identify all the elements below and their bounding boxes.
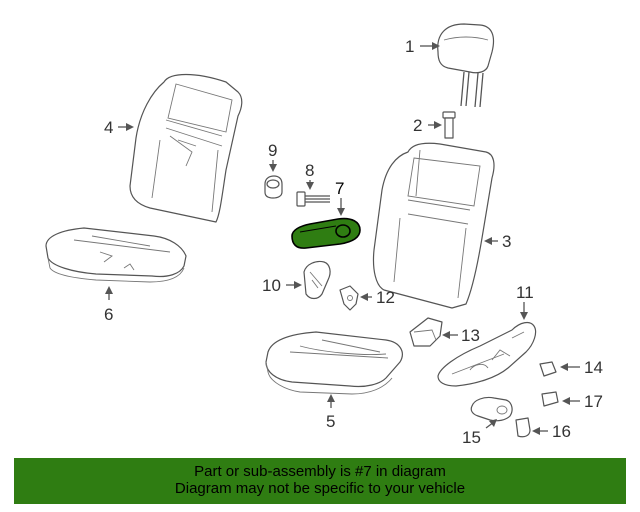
callout-3: 3 <box>502 232 511 251</box>
part-12-bracket[interactable] <box>339 285 359 311</box>
part-10-cover[interactable] <box>303 260 331 300</box>
callout-15: 15 <box>462 428 481 447</box>
callout-10: 10 <box>262 276 281 295</box>
banner-line-2: Diagram may not be specific to your vehi… <box>174 480 466 497</box>
callout-8: 8 <box>305 161 314 180</box>
part-4-seatback-cover[interactable] <box>129 73 243 223</box>
callout-7: 7 <box>335 179 344 198</box>
banner-line-1: Part or sub-assembly is #7 in diagram <box>194 463 446 480</box>
part-3-seatback[interactable] <box>372 142 495 309</box>
part-17-clip[interactable] <box>541 391 559 407</box>
part-15-lever[interactable] <box>470 396 513 422</box>
info-banner: Part or sub-assembly is #7 in diagram Di… <box>14 458 626 504</box>
part-2-headrest-guide[interactable] <box>442 111 456 139</box>
part-9-cap[interactable] <box>264 175 283 199</box>
callout-14: 14 <box>584 358 603 377</box>
callout-12: 12 <box>376 288 395 307</box>
callout-13: 13 <box>461 326 480 345</box>
part-8-screw[interactable] <box>296 191 330 207</box>
seat-parts-diagram: 1 2 3 4 5 6 7 8 9 10 11 12 13 14 15 16 1… <box>45 23 603 447</box>
part-11-side-trim[interactable] <box>437 321 537 387</box>
part-13-cover[interactable] <box>409 317 443 347</box>
part-6-seat-cushion-cover[interactable] <box>45 227 187 283</box>
callout-9: 9 <box>268 141 277 160</box>
callout-5: 5 <box>326 412 335 431</box>
part-5-seat-cushion[interactable] <box>265 331 403 395</box>
callout-11: 11 <box>516 283 534 302</box>
part-14-clip[interactable] <box>539 361 557 377</box>
part-7-highlighted-cover[interactable] <box>291 217 361 249</box>
callout-6: 6 <box>104 305 113 324</box>
callout-arrows <box>105 42 580 435</box>
callout-2: 2 <box>413 116 422 135</box>
callout-16: 16 <box>552 422 571 441</box>
part-1-headrest[interactable] <box>437 23 495 108</box>
callout-1: 1 <box>405 37 414 56</box>
part-16-clip[interactable] <box>515 417 531 438</box>
callout-17: 17 <box>584 392 603 411</box>
callout-4: 4 <box>104 118 113 137</box>
